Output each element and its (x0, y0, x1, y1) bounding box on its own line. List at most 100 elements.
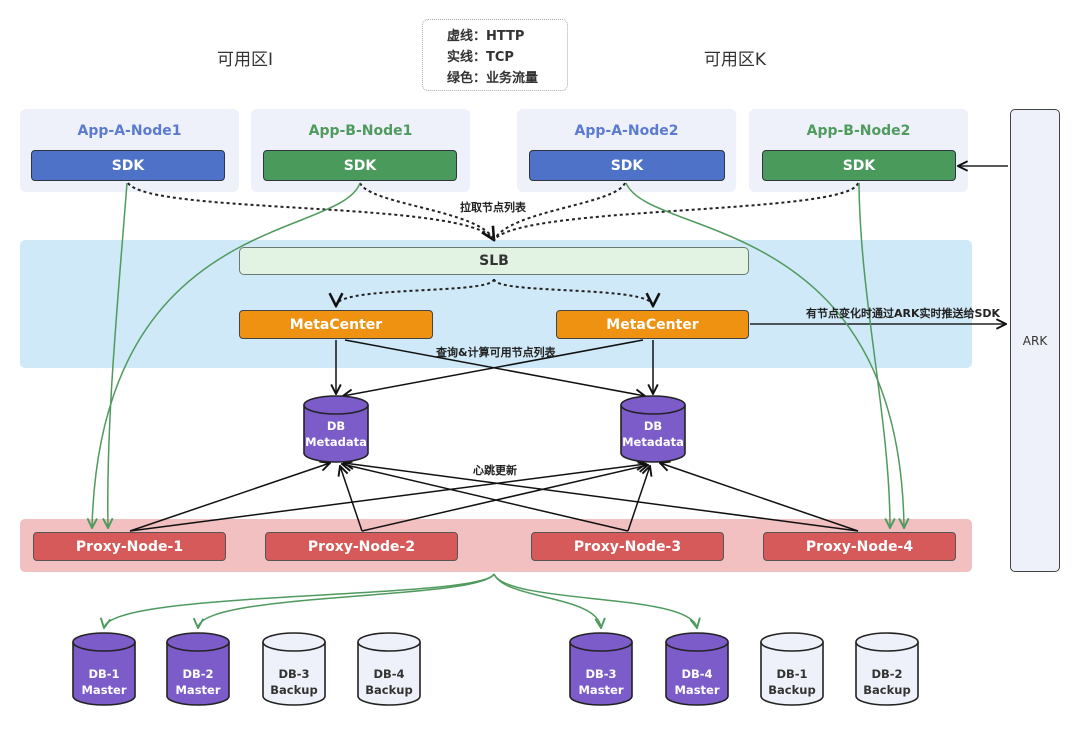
slb-box[interactable]: SLB (239, 247, 749, 275)
http-line-sdk4-slb (493, 182, 859, 241)
green-proxy-db4-master (493, 573, 697, 628)
metadata-db-label: DB (326, 419, 346, 433)
storage-db-cylinder-body (760, 642, 824, 706)
metadata-db-right[interactable]: DB Metadata (621, 418, 685, 450)
zone-label-right: 可用区K (703, 50, 767, 70)
db-role-label: Backup (270, 683, 318, 697)
storage-db-cylinder-body (166, 642, 230, 706)
green-sdk2-proxy1 (92, 182, 361, 528)
legend-solid-tcp: 实线：TCP (447, 50, 514, 65)
metadata-db-cylinder-body (303, 405, 369, 463)
legend-green-traffic: 绿色：业务流量 (447, 71, 539, 86)
heartbeat-p3-db-left (342, 464, 629, 532)
proxy-node-3[interactable]: Proxy-Node-3 (531, 532, 724, 561)
heartbeat-p4-db-left (344, 463, 859, 532)
metadata-db-left[interactable]: DB Metadata (304, 418, 368, 450)
metadata-db-cylinder[interactable] (620, 395, 686, 463)
db-role-label: Master (578, 683, 624, 697)
metadata-db-label: Metadata (622, 435, 684, 449)
heartbeat-p1-db-right (129, 464, 646, 532)
app-title: App-A-Node1 (77, 123, 182, 139)
sdk-box[interactable]: SDK (31, 150, 225, 181)
app-title: App-A-Node2 (574, 123, 679, 139)
storage-db-cylinder[interactable] (262, 632, 326, 706)
app-title: App-B-Node1 (308, 123, 413, 139)
storage-db-cylinder[interactable] (760, 632, 824, 706)
storage-db-cylinder-top (855, 632, 919, 652)
legend-dashed-http: 虚线：HTTP (447, 29, 525, 44)
app-panel-b-node1: App-B-Node1 SDK (251, 109, 470, 192)
storage-db-cylinder-body (262, 642, 326, 706)
app-title: App-B-Node2 (806, 123, 911, 139)
http-line-slb-meta-right (493, 278, 653, 306)
app-panel-b-node2: App-B-Node2 SDK (749, 109, 968, 192)
storage-db-cylinder[interactable] (357, 632, 421, 706)
annotation-push-via-ark: 有节点变化时通过ARK实时推送给SDK (806, 307, 1001, 320)
db-name-label: DB-3 (278, 667, 310, 681)
storage-db-cylinder[interactable] (665, 632, 729, 706)
db-role-label: Backup (768, 683, 816, 697)
db-role-label: Master (674, 683, 720, 697)
storage-db-cylinder[interactable] (72, 632, 136, 706)
storage-db-cylinder-body (569, 642, 633, 706)
metadata-db-label: Metadata (305, 435, 367, 449)
metadata-db-cylinder[interactable] (303, 395, 369, 463)
storage-db-cylinder-top (760, 632, 824, 652)
app-panel-a-node1: App-A-Node1 SDK (20, 109, 239, 192)
sdk-box[interactable]: SDK (529, 150, 725, 181)
sdk-box[interactable]: SDK (263, 150, 457, 181)
green-proxy-db2-master (198, 573, 495, 628)
storage-db-cylinder-body (357, 642, 421, 706)
ark-service[interactable]: ARK (1010, 109, 1060, 572)
db-name-label: DB-1 (776, 667, 808, 681)
storage-db-cylinder[interactable] (569, 632, 633, 706)
annotation-query-compute: 查询&计算可用节点列表 (436, 346, 556, 359)
app-panel-a-node2: App-A-Node2 SDK (517, 109, 736, 192)
db-name-label: DB-4 (373, 667, 405, 681)
storage-db-cylinder-body (855, 642, 919, 706)
legend-box: 虚线：HTTP 实线：TCP 绿色：业务流量 (422, 19, 568, 91)
metadata-db-cylinder-top (620, 395, 686, 415)
db-role-label: Backup (863, 683, 911, 697)
metacenter-right[interactable]: MetaCenter (556, 310, 749, 339)
http-line-slb-meta-left (336, 278, 495, 306)
storage-db-cylinder[interactable] (166, 632, 230, 706)
proxy-node-4[interactable]: Proxy-Node-4 (763, 532, 956, 561)
sdk-box[interactable]: SDK (762, 150, 956, 181)
annotation-pull-nodes: 拉取节点列表 (460, 201, 526, 214)
db-name-label: DB-4 (681, 667, 713, 681)
metadata-db-cylinder-body (620, 405, 686, 463)
storage-db-cylinder-top (166, 632, 230, 652)
metadata-db-cylinder-top (303, 395, 369, 415)
heartbeat-p1-db-left (129, 463, 330, 532)
storage-db-cylinder-top (357, 632, 421, 652)
storage-db-cylinder-top (569, 632, 633, 652)
db-role-label: Master (81, 683, 127, 697)
proxy-node-2[interactable]: Proxy-Node-2 (265, 532, 458, 561)
db-name-label: DB-1 (88, 667, 120, 681)
green-sdk1-proxy1 (108, 182, 128, 528)
metacenter-left[interactable]: MetaCenter (239, 310, 433, 339)
heartbeat-p4-db-right (660, 463, 859, 532)
green-sdk4-proxy4 (858, 182, 890, 528)
storage-db-cylinder[interactable] (855, 632, 919, 706)
db-name-label: DB-2 (871, 667, 903, 681)
heartbeat-p2-db-left (340, 466, 363, 532)
proxy-node-1[interactable]: Proxy-Node-1 (33, 532, 226, 561)
green-proxy-db1-master (104, 573, 495, 628)
storage-db-cylinder-top (665, 632, 729, 652)
http-line-sdk1-slb (127, 182, 494, 240)
http-line-sdk3-slb (493, 182, 626, 241)
storage-db-cylinder-top (72, 632, 136, 652)
db-role-label: Backup (365, 683, 413, 697)
heartbeat-p2-db-right (361, 465, 648, 532)
